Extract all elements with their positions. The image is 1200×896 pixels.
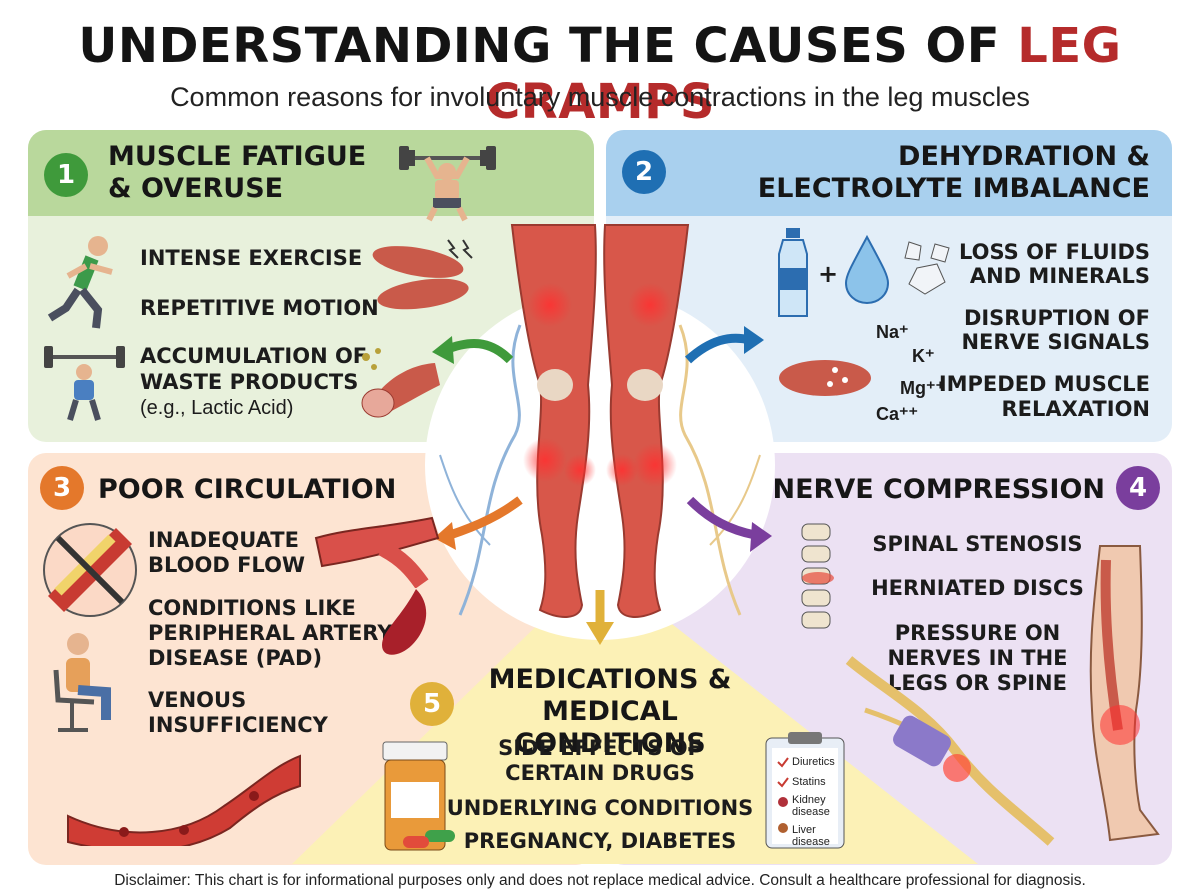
section-header-band [606, 130, 1172, 216]
section-title-line: MUSCLE FATIGUE [108, 141, 367, 172]
cause-item: LEGS OR SPINE [888, 671, 1067, 695]
cause-item: RELAXATION [1001, 397, 1150, 421]
ion-label: K⁺ [912, 346, 935, 366]
section-title-line: MEDICATIONS & [488, 664, 732, 695]
checklist-item: Statins [792, 776, 826, 788]
artery-blockage-icon [43, 523, 137, 617]
section-title-line: MEDICAL CONDITIONS [514, 695, 706, 759]
cause-note: (e.g., Lactic Acid) [140, 397, 294, 419]
water-drop-icon [844, 235, 890, 305]
runner-icon [47, 236, 113, 329]
section-title: POOR CIRCULATION [98, 474, 397, 505]
section-number-badge: 5 [410, 682, 454, 726]
page-title: UNDERSTANDING THE CAUSES OF LEG CRAMPS [0, 18, 1200, 130]
cause-item: DISEASE (PAD) [148, 646, 323, 670]
checklist: Diuretics Statins Kidney disease Liver d… [778, 756, 844, 848]
vein-icon [67, 754, 301, 846]
title-accent: LEG CRAMPS [485, 18, 1122, 130]
section-title-line: & OVERUSE [108, 172, 284, 204]
cause-item: CERTAIN DRUGS [505, 761, 695, 785]
title-main: UNDERSTANDING THE CAUSES OF [78, 18, 1001, 74]
section-number-badge: 1 [44, 153, 88, 197]
cause-item: INTENSE EXERCISE [140, 246, 363, 270]
cause-item: DISRUPTION OF [963, 306, 1150, 330]
salt-crystals-icon [904, 241, 950, 295]
compressed-nerve-icon [845, 656, 1055, 846]
cause-item: ACCUMULATION OF [140, 344, 368, 368]
legs-anatomy-icon [510, 224, 690, 618]
spine-icon [801, 523, 834, 629]
section-title-line: DEHYDRATION & [898, 141, 1150, 172]
ion-label: Na⁺ [876, 322, 909, 342]
cause-item: PRESSURE ON [894, 621, 1061, 645]
cause-item: NERVES IN THE [887, 646, 1068, 670]
muscle-cross-section-icon [361, 348, 440, 418]
section-title: DEHYDRATION & ELECTROLYTE IMBALANCE [758, 141, 1150, 205]
cause-item: NERVE SIGNALS [961, 330, 1150, 354]
cause-item: LOSS OF FLUIDS [958, 240, 1150, 264]
cause-item: INADEQUATE [148, 528, 299, 552]
blood-vessel-icon [314, 516, 440, 588]
section-title: NERVE COMPRESSION [772, 474, 1105, 505]
cause-item: UNDERLYING CONDITIONS [446, 796, 754, 820]
section-number-badge: 4 [1116, 466, 1160, 510]
cause-item: SIDE EFFECTS OF [498, 736, 702, 760]
cause-item: BLOOD FLOW [148, 553, 306, 577]
disclaimer-text: Disclaimer: This chart is for informatio… [114, 872, 1086, 889]
muscle-ions-icon [779, 360, 871, 396]
ion-label: Mg⁺⁺ [900, 378, 945, 398]
section-number-badge: 2 [622, 150, 666, 194]
cause-item: INSUFFICIENCY [148, 713, 328, 737]
central-leg-illustration [425, 290, 775, 640]
section-header-band [28, 130, 594, 216]
plus-sign: + [818, 260, 839, 288]
pill-bottle-icon [382, 741, 455, 851]
checklist-item: Diuretics [792, 756, 835, 768]
muscle-fibers-icon [372, 239, 473, 310]
cause-item: VENOUS [148, 688, 247, 712]
page-subtitle: Common reasons for involuntary muscle co… [170, 82, 1030, 112]
ion-label: Ca⁺⁺ [876, 404, 919, 424]
cause-item: CONDITIONS LIKE [148, 596, 356, 620]
cause-item: WASTE PRODUCTS [140, 370, 359, 394]
weightlifter-icon [399, 146, 496, 222]
water-bottle-icon [778, 228, 808, 317]
section-title-line: ELECTROLYTE IMBALANCE [757, 172, 1150, 204]
cause-item: SPINAL STENOSIS [872, 532, 1083, 556]
section-title: MUSCLE FATIGUE & OVERUSE [108, 141, 366, 205]
cause-item: REPETITIVE MOTION [140, 296, 379, 320]
checklist-item: Liver disease [792, 824, 830, 848]
cause-item: PERIPHERAL ARTERY [148, 621, 393, 645]
checkmarks-icon [777, 757, 789, 833]
checklist-item: Kidney disease [792, 794, 830, 818]
cause-item: IMPEDED MUSCLE [938, 372, 1150, 396]
weightlifter-small-icon [44, 346, 125, 421]
sitting-person-icon [53, 633, 111, 732]
section-title: MEDICATIONS & MEDICAL CONDITIONS [455, 664, 765, 760]
cause-item: AND MINERALS [969, 264, 1150, 288]
section-number-badge: 3 [40, 466, 84, 510]
cause-item: HERNIATED DISCS [871, 576, 1084, 600]
cause-item: PREGNANCY, DIABETES [463, 829, 737, 853]
blood-clot-icon [382, 589, 427, 655]
leg-pain-icon [1089, 545, 1160, 842]
